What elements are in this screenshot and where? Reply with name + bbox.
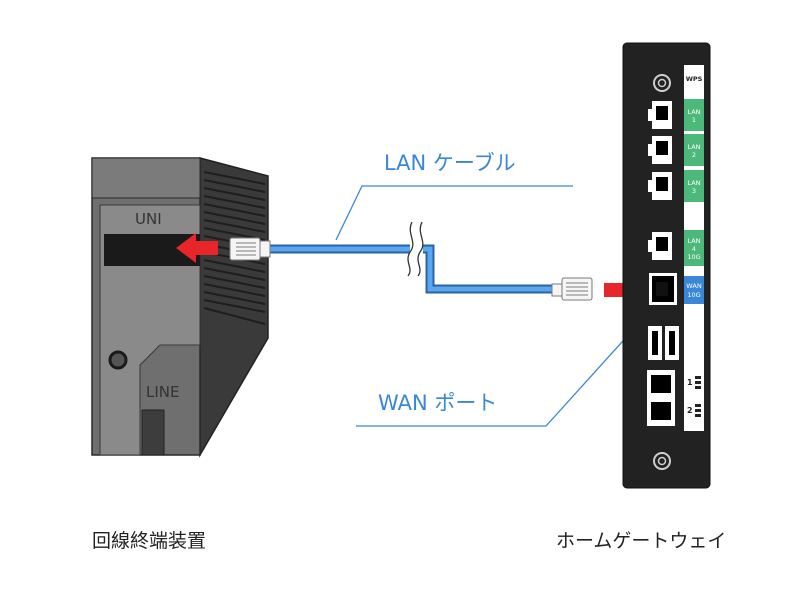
lan4-speed: 10G — [687, 253, 700, 261]
antenna-connector-top — [653, 74, 671, 92]
uni-label: UNI — [135, 210, 162, 228]
tel1-number: 1 — [687, 378, 693, 387]
lan4-number: 4 — [692, 245, 696, 253]
lan3-label: LAN — [687, 179, 700, 187]
line-label: LINE — [146, 383, 180, 401]
home-gateway-device: WPS LAN 1 LAN 2 LAN 3 LAN 4 10G — [622, 42, 711, 489]
lan2-label: LAN — [687, 143, 700, 151]
rj45-connector-icon — [229, 237, 271, 261]
wan-port-leader — [356, 299, 661, 427]
line-port — [141, 409, 165, 456]
usb-ports — [648, 326, 679, 360]
wan-label: WAN — [686, 282, 702, 290]
lan3-number: 3 — [692, 187, 696, 195]
onu-button — [108, 350, 128, 370]
lan1-label: LAN — [687, 108, 700, 116]
onu-device — [91, 157, 269, 458]
lan2-number: 2 — [692, 151, 696, 159]
lan4-label: LAN — [687, 237, 700, 245]
wan-speed: 10G — [687, 291, 700, 299]
lan-cable-leader — [335, 185, 573, 241]
cable-break-icon — [407, 221, 424, 277]
wps-label: WPS — [686, 75, 703, 83]
tel-label-glyphs — [695, 376, 701, 417]
lan1-number: 1 — [692, 116, 696, 124]
wan-port — [649, 273, 677, 305]
rj45-connector-icon — [551, 277, 593, 301]
antenna-connector-bottom — [653, 452, 671, 470]
lan-cable — [268, 221, 552, 294]
onu-caption: 回線終端装置 — [92, 530, 207, 552]
home-gateway-caption: ホームゲートウェイ — [556, 530, 727, 552]
lan-cable-label: LAN ケーブル — [384, 151, 516, 175]
tel-ports — [647, 370, 675, 426]
left-arrow-icon — [176, 233, 218, 263]
wan-port-label: WAN ポート — [378, 391, 498, 415]
tel2-number: 2 — [687, 406, 693, 415]
